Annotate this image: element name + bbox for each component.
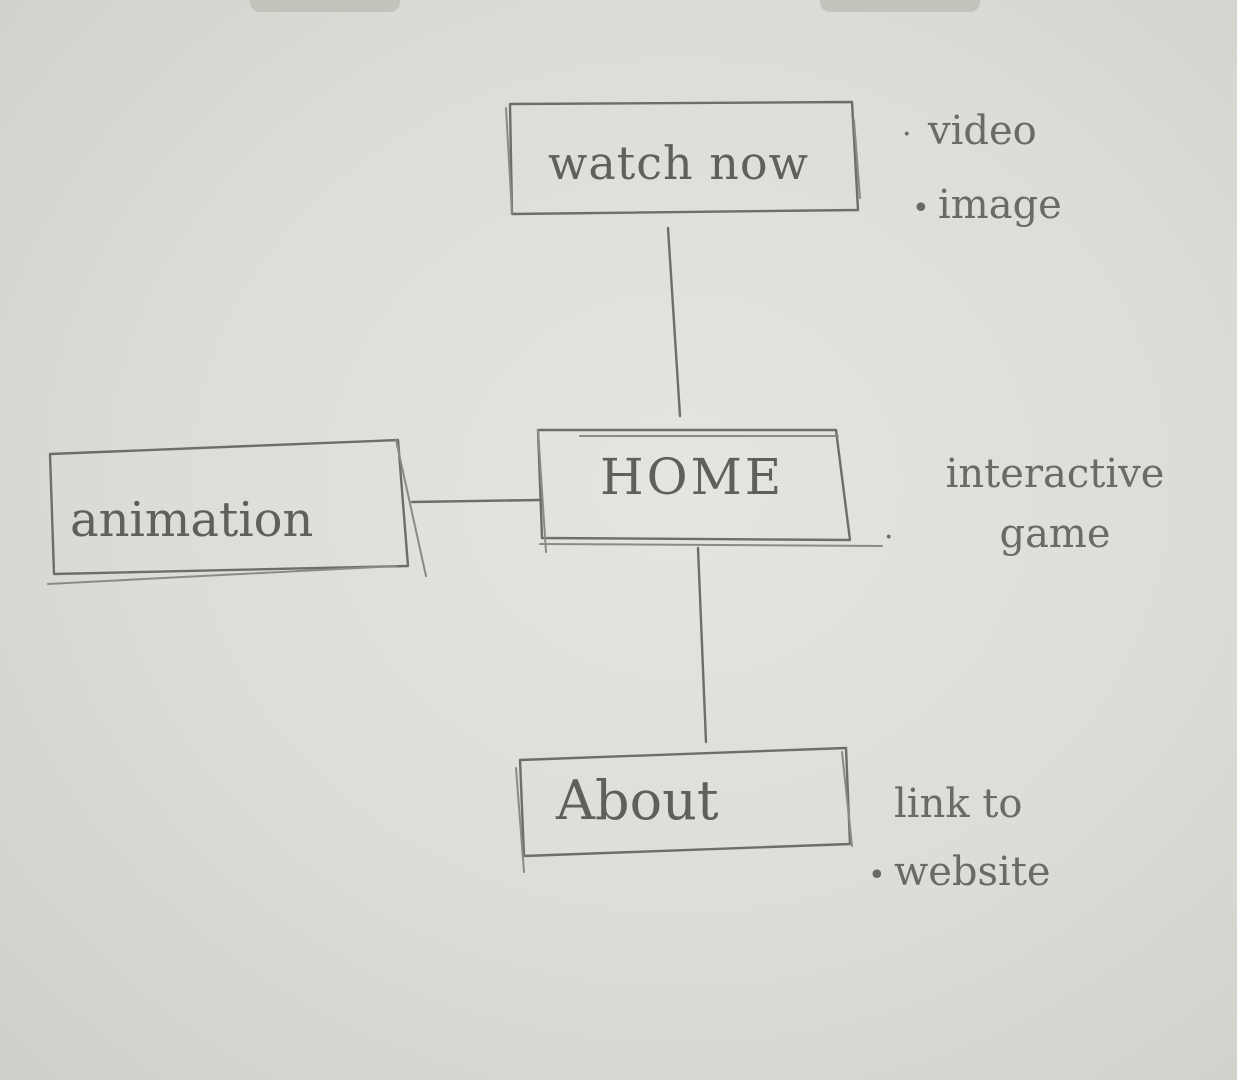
note-image: •image [912,182,1062,228]
animation-box [47,438,427,585]
edge-home-to-about [696,546,708,744]
home-box [536,428,883,553]
about-box [515,746,853,873]
edge-home-to-watch-now [666,226,682,418]
bullet-icon: · [902,117,912,152]
note-interactive-game: ·interactive game [884,451,1165,557]
bullet-icon: • [912,191,930,226]
bullet-icon: • [868,858,886,893]
top-edge-shadow-right [820,0,980,12]
home-label: HOME [600,448,785,506]
note-link-to-website: •link to website [868,781,1051,895]
bullet-icon: · [884,520,894,555]
watch-now-box [505,100,861,216]
watch-now-label: watch now [548,136,809,190]
animation-label: animation [70,492,314,548]
about-label: About [556,769,719,832]
edge-home-to-animation [410,498,542,504]
top-edge-shadow-left [250,0,400,12]
note-video: ·video [902,108,1037,154]
